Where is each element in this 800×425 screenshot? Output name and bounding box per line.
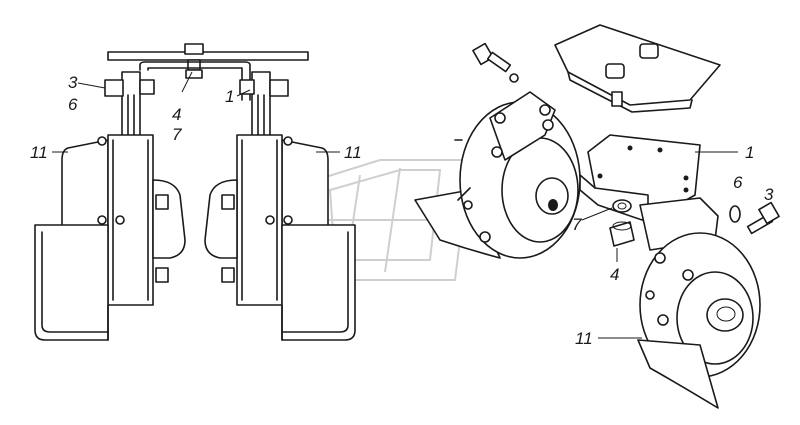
bolt-top-left — [472, 42, 519, 83]
callout-11-right: 11 — [344, 143, 362, 162]
callout-4-left: 4 — [172, 105, 181, 124]
callout-4-exploded: 4 — [610, 265, 619, 284]
callout-6-left: 6 — [68, 95, 78, 114]
callout-11-left: 11 — [30, 143, 48, 162]
leader-lines — [52, 71, 738, 339]
callout-6-exploded: 6 — [733, 173, 743, 192]
callout-3-exploded: 3 — [764, 185, 774, 204]
callout-3-left: 3 — [68, 73, 78, 92]
exploded-view — [414, 24, 780, 409]
callout-7-exploded: 7 — [572, 215, 582, 234]
callout-11-exploded: 11 — [575, 329, 593, 348]
callout-1-exploded: 1 — [745, 143, 754, 162]
horn-upper — [414, 91, 581, 259]
left-front-view — [34, 43, 356, 341]
horn-lower — [637, 197, 761, 409]
callout-7-left: 7 — [172, 125, 182, 144]
callout-1-left: 1 — [225, 87, 234, 106]
callout-labels: 3 6 4 7 1 11 11 1 6 3 7 4 11 — [30, 73, 774, 348]
